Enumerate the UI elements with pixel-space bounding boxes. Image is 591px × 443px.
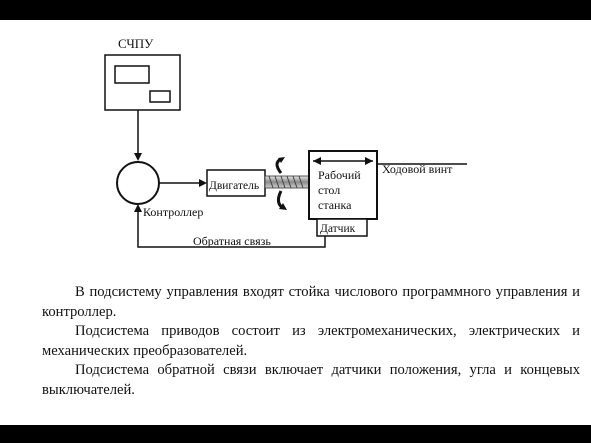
paragraph-feedback-subsystem: Подсистема обратной связи включает датчи… [42,362,580,398]
worktable-label-line2: стол [318,183,340,197]
lead-screw-label: Ходовой винт [382,162,453,176]
bottom-frame-bar [0,425,591,443]
controller-label: Контроллер [143,205,203,219]
feedback-label: Обратная связь [193,234,271,248]
chpu-keypad [149,90,171,103]
diagram-canvas: СЧПУ Контроллер Двигатель [104,36,467,248]
paragraph-control-subsystem: В подсистему управления входят стойка чи… [42,284,580,320]
feedback-line [134,204,326,248]
top-frame-bar [0,0,591,20]
sensor-box [316,218,368,237]
lead-screw-threads [268,175,304,189]
sensor-label: Датчик [320,223,356,235]
paragraph-drive-subsystem: Подсистема приводов состоит из электроме… [42,323,580,359]
chpu-screen [114,65,150,84]
description-text: В подсистему управления входят стойка чи… [42,283,580,400]
worktable-label-line1: Рабочий [318,168,361,182]
control-system-diagram: СЧПУ Контроллер Двигатель [95,33,497,265]
chpu-label: СЧПУ [118,36,154,51]
worktable-label-line3: станка [318,198,352,212]
controller-circle [116,161,160,205]
motor-label: Двигатель [209,180,259,192]
